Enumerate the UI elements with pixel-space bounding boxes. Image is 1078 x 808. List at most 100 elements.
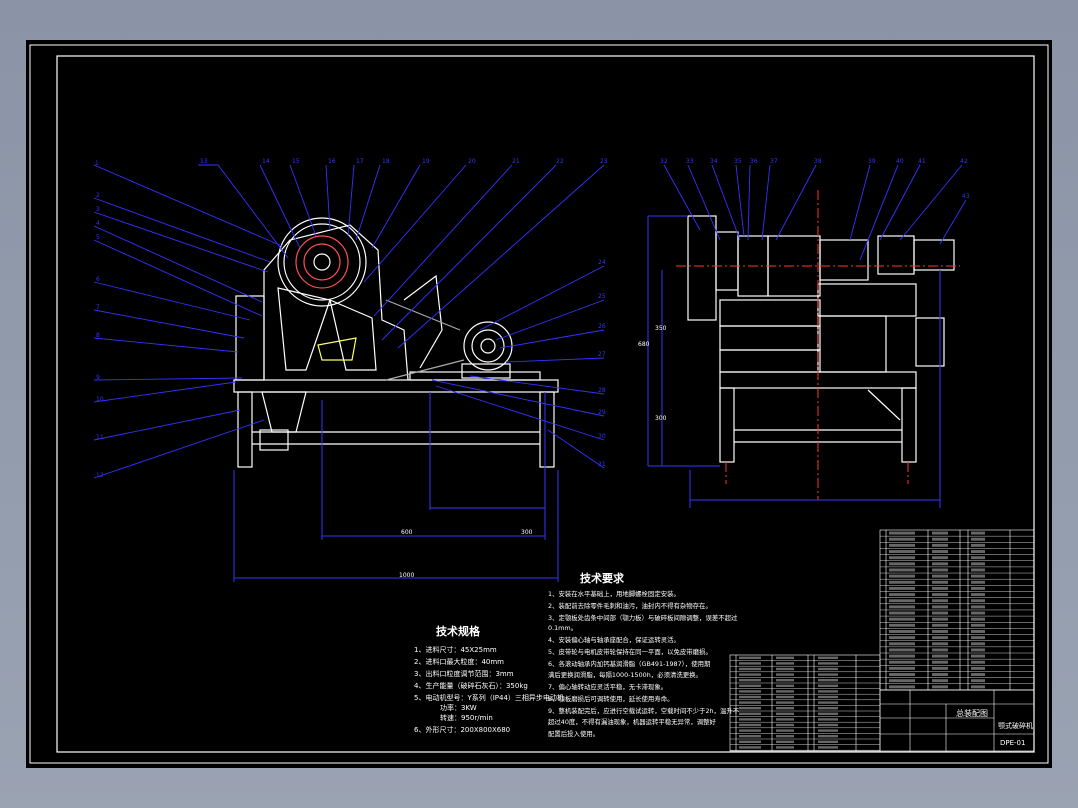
svg-text:12: 12 [96, 472, 104, 479]
svg-text:29: 29 [598, 409, 606, 416]
table-cell-text [776, 662, 794, 665]
req-line: 7、偏心轴转动应灵活平稳，无卡滞现象。 [548, 682, 667, 691]
table-cell-text [818, 690, 838, 693]
table-cell-text [776, 707, 794, 710]
table-cell-text [971, 562, 985, 566]
table-cell-text [776, 667, 794, 671]
tech-specs-list: 1、进料尺寸：45X25mm 2、进料口最大粒度：40mm 3、出料口粒度调节范… [414, 645, 564, 734]
table-cell-text [971, 642, 985, 646]
table-cell-text [818, 656, 838, 659]
table-cell-text [932, 556, 948, 560]
table-cell-text [971, 593, 985, 597]
table-cell-text [971, 630, 985, 633]
table-cell-text [739, 695, 761, 699]
table-cell-text [971, 666, 985, 670]
table-cell-text [971, 636, 985, 640]
table-cell-text [818, 729, 838, 732]
svg-text:18: 18 [382, 158, 390, 165]
tech-specs-title: 技术规格 [436, 624, 481, 638]
svg-text:28: 28 [598, 387, 606, 394]
table-cell-text [932, 580, 948, 584]
svg-text:31: 31 [598, 461, 606, 468]
svg-text:34: 34 [710, 158, 718, 165]
svg-text:13: 13 [200, 158, 208, 165]
table-cell-text [739, 673, 761, 676]
req-line: 4、安装偏心轴与轴承座配合，保证运转灵活。 [548, 635, 680, 644]
table-cell-text [739, 656, 761, 659]
svg-text:33: 33 [686, 158, 694, 165]
table-cell-text [889, 580, 915, 584]
table-cell-text [818, 712, 838, 715]
table-cell-text [889, 586, 915, 590]
table-cell-text [889, 679, 915, 683]
spec-line: 1、进料尺寸：45X25mm [414, 645, 497, 654]
table-cell-text [818, 707, 838, 710]
req-line: 0.1mm。 [548, 624, 577, 632]
drawing-number: DPE-01 [1000, 739, 1025, 747]
svg-text:40: 40 [896, 158, 904, 165]
svg-text:4: 4 [96, 220, 100, 227]
req-line: 6、各滚动轴承内加钙基润滑脂（GB491-1987），使用期 [548, 659, 710, 668]
svg-text:43: 43 [962, 193, 970, 200]
table-cell-text [889, 531, 915, 535]
table-cell-text [739, 667, 761, 671]
svg-text:19: 19 [422, 158, 430, 165]
table-cell-text [889, 562, 915, 566]
spec-line: 2、进料口最大粒度：40mm [414, 657, 504, 666]
svg-text:42: 42 [960, 158, 968, 165]
table-cell-text [932, 617, 948, 621]
table-cell-text [889, 660, 915, 664]
table-cell-text [932, 574, 948, 578]
table-cell-text [971, 605, 985, 609]
table-cell-text [932, 586, 948, 590]
svg-text:35: 35 [734, 158, 742, 165]
req-line: 配置后投入使用。 [548, 729, 599, 738]
table-cell-text [971, 531, 985, 535]
spec-line: 功率：3KW [440, 703, 477, 712]
tech-req-list: 1、安装在水平基础上，用地脚螺栓固定安装。 2、装配前去除零件毛刺和油污，油封内… [548, 589, 740, 738]
table-cell-text [932, 648, 948, 652]
svg-text:3: 3 [96, 206, 100, 213]
table-cell-text [739, 707, 761, 710]
svg-text:22: 22 [556, 158, 564, 165]
table-cell-text [818, 746, 838, 749]
table-cell-text [739, 729, 761, 732]
svg-text:23: 23 [600, 158, 608, 165]
table-cell-text [739, 679, 761, 682]
svg-text:25: 25 [598, 293, 606, 300]
table-cell-text [889, 648, 915, 652]
table-cell-text [818, 735, 838, 738]
spec-line: 5、电动机型号：Y系列（IP44）三相异步电动机 [414, 693, 564, 702]
table-cell-text [889, 605, 915, 609]
table-cell-text [971, 543, 985, 547]
table-cell-text [932, 623, 948, 627]
table-cell-text [932, 562, 948, 566]
parts-cells-right [889, 531, 985, 689]
svg-text:26: 26 [598, 323, 606, 330]
svg-text:15: 15 [292, 158, 300, 165]
parts-rows-left [730, 660, 880, 751]
table-cell-text [971, 611, 985, 615]
dim-front-mid1: 600 [401, 529, 413, 536]
table-cell-text [971, 648, 985, 652]
front-leaders [93, 164, 605, 479]
svg-text:36: 36 [750, 158, 758, 165]
table-cell-text [818, 673, 838, 676]
table-cell-text [889, 642, 915, 646]
table-cell-text [889, 593, 915, 597]
table-cell-text [932, 636, 948, 640]
svg-text:14: 14 [262, 158, 270, 165]
table-cell-text [776, 701, 794, 704]
table-cell-text [971, 617, 985, 621]
table-cell-text [889, 599, 915, 603]
table-cell-text [739, 712, 761, 715]
svg-text:39: 39 [868, 158, 876, 165]
table-cell-text [776, 695, 794, 699]
table-cell-text [932, 599, 948, 603]
table-cell-text [932, 550, 948, 553]
table-cell-text [776, 729, 794, 732]
spec-line: 3、出料口粒度调节范围：3mm [414, 669, 514, 678]
